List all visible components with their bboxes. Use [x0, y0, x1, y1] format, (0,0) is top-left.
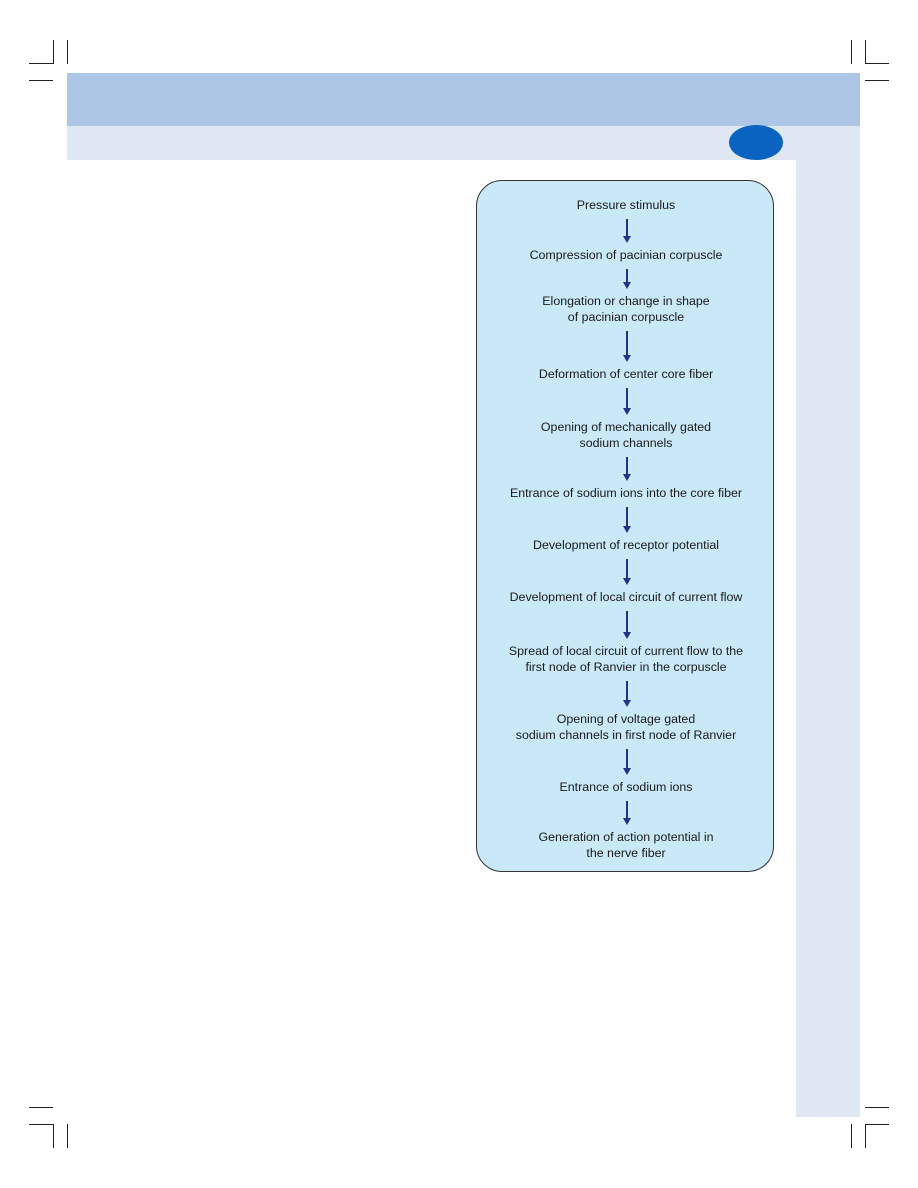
crop-mark: [29, 80, 53, 81]
crop-mark: [851, 40, 852, 64]
page-number-badge: [729, 125, 783, 160]
arrow-shaft: [626, 681, 628, 701]
arrow-head: [622, 282, 631, 289]
crop-mark: [53, 1124, 54, 1148]
down-arrow-icon: [622, 681, 631, 707]
arrow-shaft: [626, 559, 628, 579]
down-arrow-icon: [622, 801, 631, 825]
flow-step: Spread of local circuit of current flow …: [508, 644, 744, 674]
crop-mark: [67, 1124, 68, 1148]
arrow-head: [622, 768, 631, 775]
arrow-head: [622, 408, 631, 415]
crop-mark: [29, 1107, 53, 1108]
arrow-shaft: [626, 611, 628, 633]
crop-mark: [851, 1124, 852, 1148]
arrow-shaft: [626, 269, 628, 283]
down-arrow-icon: [622, 269, 631, 289]
arrow-head: [622, 700, 631, 707]
flow-step: Opening of mechanically gated sodium cha…: [540, 420, 712, 450]
crop-mark: [865, 1107, 889, 1108]
subheader-band: [67, 126, 860, 160]
arrow-head: [622, 818, 631, 825]
arrow-shaft: [626, 507, 628, 527]
arrow-head: [622, 632, 631, 639]
arrow-head: [622, 474, 631, 481]
flow-step: Deformation of center core fiber: [538, 367, 714, 381]
down-arrow-icon: [622, 331, 631, 362]
crop-mark: [865, 80, 889, 81]
down-arrow-icon: [622, 388, 631, 415]
arrow-shaft: [626, 331, 628, 356]
flow-step: Entrance of sodium ions: [559, 780, 693, 794]
arrow-shaft: [626, 219, 628, 237]
crop-mark: [67, 40, 68, 64]
crop-mark: [53, 40, 54, 64]
flow-step: Development of receptor potential: [533, 538, 719, 552]
flow-step: Pressure stimulus: [576, 198, 676, 212]
flow-step: Development of local circuit of current …: [509, 590, 743, 604]
arrow-shaft: [626, 457, 628, 475]
flow-step: Opening of voltage gated sodium channels…: [515, 712, 737, 742]
arrow-shaft: [626, 801, 628, 819]
crop-mark: [865, 63, 889, 64]
side-strip: [796, 160, 860, 1117]
down-arrow-icon: [622, 559, 631, 585]
down-arrow-icon: [622, 611, 631, 639]
crop-mark: [865, 1124, 866, 1148]
arrow-head: [622, 236, 631, 243]
down-arrow-icon: [622, 457, 631, 481]
crop-mark: [865, 1124, 889, 1125]
header-band: [67, 73, 860, 126]
flow-step: Compression of pacinian corpuscle: [529, 248, 723, 262]
arrow-head: [622, 355, 631, 362]
down-arrow-icon: [622, 219, 631, 243]
arrow-shaft: [626, 749, 628, 769]
arrow-shaft: [626, 388, 628, 409]
down-arrow-icon: [622, 749, 631, 775]
flow-step: Generation of action potential in the ne…: [538, 830, 714, 860]
arrow-head: [622, 526, 631, 533]
crop-mark: [29, 1124, 53, 1125]
down-arrow-icon: [622, 507, 631, 533]
flow-step: Entrance of sodium ions into the core fi…: [509, 486, 743, 500]
flow-step: Elongation or change in shape of pacinia…: [542, 294, 710, 324]
arrow-head: [622, 578, 631, 585]
crop-mark: [29, 63, 53, 64]
crop-mark: [865, 40, 866, 64]
